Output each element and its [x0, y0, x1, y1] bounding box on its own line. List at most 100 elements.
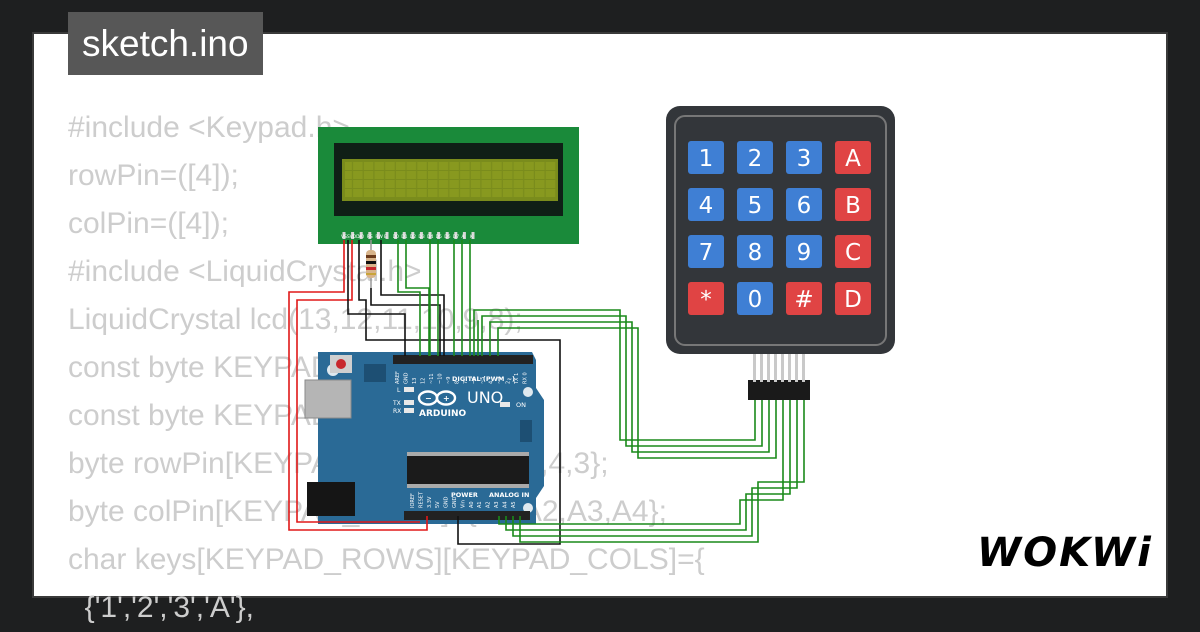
keypad-pin[interactable] — [802, 354, 805, 382]
arduino-top-pin-label: GND — [404, 372, 410, 384]
lcd-pin-label: RS — [367, 234, 373, 240]
lcd-pin[interactable] — [445, 232, 449, 239]
resistor[interactable] — [366, 240, 376, 288]
arduino-top-pin-label: ~3 — [497, 377, 503, 384]
lcd-pin[interactable] — [437, 232, 441, 239]
lcd-pin[interactable] — [454, 232, 458, 239]
lcd-pin-label: D0 — [393, 234, 399, 240]
lcd-pin-label: D5 — [436, 234, 442, 240]
keypad-key-C[interactable]: C — [835, 235, 871, 268]
arduino-top-pin-label: RX 0 — [523, 372, 529, 384]
lcd-pin[interactable] — [419, 232, 423, 239]
arduino-bottom-pin-label: A3 — [494, 501, 500, 508]
keypad-key-star[interactable]: * — [688, 282, 724, 315]
wires — [288, 240, 805, 545]
arduino-uno[interactable]: DIGITAL (PWM ~) − + UNO ARDUINO ON L TX … — [304, 352, 544, 524]
arduino-top-pin-label: 2 — [506, 381, 512, 384]
preview-card: #include <Keypad.h>rowPin=([4]);colPin=(… — [32, 32, 1168, 624]
lcd-pin[interactable] — [368, 232, 372, 239]
code-line: rowPin=([4]); — [68, 159, 239, 192]
keypad-key-2[interactable]: 2 — [737, 141, 773, 174]
lcd-pin[interactable] — [351, 232, 355, 239]
arduino-bottom-pin-label: 5V — [435, 501, 441, 508]
arduino-top-pin-label: ~6 — [472, 377, 478, 384]
arduino-top-pin-label: ~5 — [480, 377, 486, 384]
power-label: POWER — [451, 491, 478, 499]
keypad-pin[interactable] — [767, 354, 770, 382]
arduino-bottom-pin-label: Vin — [460, 500, 466, 508]
lcd-pin-label: D3 — [418, 234, 424, 240]
keypad-key-label: 5 — [748, 193, 763, 219]
keypad-connector — [748, 354, 810, 400]
arduino-top-pin-label: 8 — [455, 381, 461, 384]
keypad-pin[interactable] — [753, 354, 756, 382]
lcd-pin-label: D7 — [453, 234, 459, 240]
keypad-key-8[interactable]: 8 — [737, 235, 773, 268]
keypad-key-7[interactable]: 7 — [688, 235, 724, 268]
usb-port — [304, 379, 352, 419]
lcd-pin[interactable] — [359, 232, 363, 239]
lcd-pin[interactable] — [471, 232, 475, 239]
file-name-tab[interactable]: sketch.ino — [68, 12, 263, 75]
keypad-key-1[interactable]: 1 — [688, 141, 724, 174]
keypad-key-label: 1 — [699, 146, 714, 172]
arduino-bottom-pin-label: 3.3V — [427, 496, 433, 508]
keypad-pin[interactable] — [788, 354, 791, 382]
arduino-bottom-pin-label: A5 — [511, 501, 517, 508]
arduino-bottom-pin-label: RESET — [418, 491, 424, 508]
keypad-pin[interactable] — [774, 354, 777, 382]
arduino-top-pin-label: ~10 — [438, 373, 444, 384]
lcd-pin[interactable] — [402, 232, 406, 239]
keypad-key-4[interactable]: 4 — [688, 188, 724, 221]
lcd-pin[interactable] — [385, 232, 389, 239]
lcd-pin-label: A — [461, 234, 465, 240]
keypad-key-label: C — [845, 240, 861, 266]
arduino-top-pin-label: ~11 — [429, 373, 435, 384]
code-line: {'1','2','3','A'}, — [68, 591, 254, 624]
keypad-key-6[interactable]: 6 — [786, 188, 822, 221]
status-leds: L TX RX — [392, 387, 414, 415]
arduino-top-pin-label: 4 — [489, 381, 495, 384]
svg-text:−: − — [425, 394, 432, 403]
keypad-key-A[interactable]: A — [835, 141, 871, 174]
wokwi-logo: WOKWi — [977, 530, 1151, 576]
lcd-pin[interactable] — [394, 232, 398, 239]
arduino-top-pin-label: 7 — [463, 381, 469, 384]
code-line: #include <LiquidCrystal.h> — [68, 255, 422, 288]
keypad-key-B[interactable]: B — [835, 188, 871, 221]
keypad-key-label: 6 — [797, 193, 812, 219]
brand-label: ARDUINO — [419, 409, 467, 419]
power-jack — [307, 482, 355, 516]
keypad-pin[interactable] — [781, 354, 784, 382]
arduino-top-pin-label: ~9 — [446, 377, 452, 384]
keypad-key-9[interactable]: 9 — [786, 235, 822, 268]
lcd-pin-label: V0 — [358, 234, 364, 240]
analog-label: ANALOG IN — [489, 491, 529, 499]
keypad-key-label: B — [845, 193, 861, 219]
arduino-bottom-pin-label: A1 — [477, 501, 483, 508]
lcd-pin-label: RW — [375, 234, 383, 240]
arduino-top-pin-label: TX 1 — [514, 373, 520, 385]
led-tx-label: TX — [392, 400, 401, 407]
lcd-pin[interactable] — [428, 232, 432, 239]
lcd-pin[interactable] — [411, 232, 415, 239]
keypad-key-0[interactable]: 0 — [737, 282, 773, 315]
keypad-key-5[interactable]: 5 — [737, 188, 773, 221]
lcd-pin[interactable] — [462, 232, 466, 239]
keypad-pin[interactable] — [760, 354, 763, 382]
arduino-top-pin-label: 12 — [421, 378, 427, 384]
keypad-key-label: 9 — [797, 240, 812, 266]
lcd-pin[interactable] — [376, 232, 380, 239]
keypad-pin[interactable] — [795, 354, 798, 382]
keypad-key-D[interactable]: D — [835, 282, 871, 315]
on-label: ON — [516, 401, 526, 409]
keypad-key-3[interactable]: 3 — [786, 141, 822, 174]
lcd-pin[interactable] — [342, 232, 346, 239]
keypad-key-hash[interactable]: # — [786, 282, 822, 315]
arduino-logo-icon: − + — [417, 390, 457, 406]
keypad-key-label: # — [794, 287, 813, 313]
